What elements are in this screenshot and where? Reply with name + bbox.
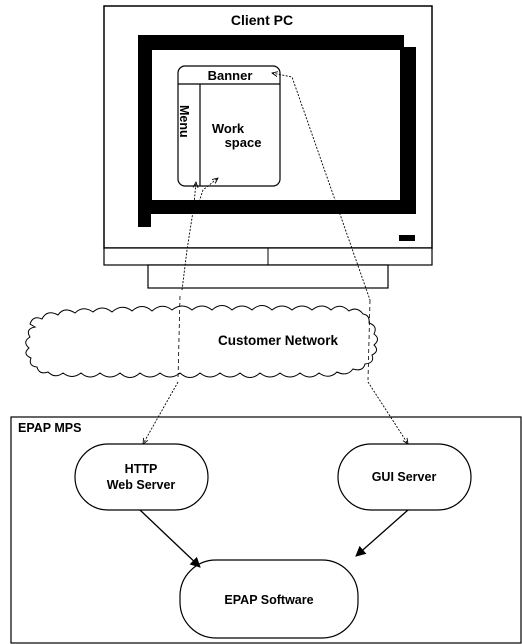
- http-web-server-node: [74, 443, 209, 511]
- http-to-software-arrow: [139, 509, 201, 568]
- banner-label: Banner: [208, 68, 253, 83]
- http-connection-upper-left: [181, 182, 196, 291]
- network-label: Customer Network: [218, 333, 339, 348]
- http-web-server-label-line1: HTTP: [125, 462, 158, 476]
- workspace-label-line1: Work: [212, 121, 245, 136]
- epap-mps-title: EPAP MPS: [18, 421, 81, 435]
- epap-mps: EPAP MPS HTTP Web Server GUI Server EPAP…: [10, 416, 522, 644]
- workspace-label-line2: space: [225, 135, 262, 150]
- gui-connection-cloud-crossing: [367, 299, 371, 381]
- monitor-stand: [147, 264, 389, 289]
- app-window: Banner Menu Work space: [177, 65, 281, 187]
- menu-label: Menu: [177, 105, 191, 138]
- screen-bezel: [138, 35, 416, 227]
- customer-network: Customer Network: [25, 305, 378, 378]
- epap-software-node: [179, 559, 359, 639]
- network-cloud: [25, 305, 378, 378]
- http-connection-cloud-crossing: [177, 295, 181, 381]
- gui-server-label: GUI Server: [372, 470, 437, 484]
- gui-connection-lower: [367, 381, 408, 444]
- client-pc-title: Client PC: [231, 12, 293, 28]
- power-button: [399, 235, 415, 241]
- http-connection-upper-right: [197, 178, 218, 206]
- http-web-server-label-line2: Web Server: [107, 478, 176, 492]
- epap-software-label: EPAP Software: [224, 593, 313, 607]
- gui-to-software-arrow: [355, 509, 409, 557]
- http-connection-lower: [143, 381, 179, 444]
- app-window-frame: [177, 65, 281, 187]
- client-pc: Client PC Banner Menu Work space: [103, 5, 433, 289]
- epap-mps-frame: [10, 416, 522, 644]
- connectors: [139, 73, 409, 568]
